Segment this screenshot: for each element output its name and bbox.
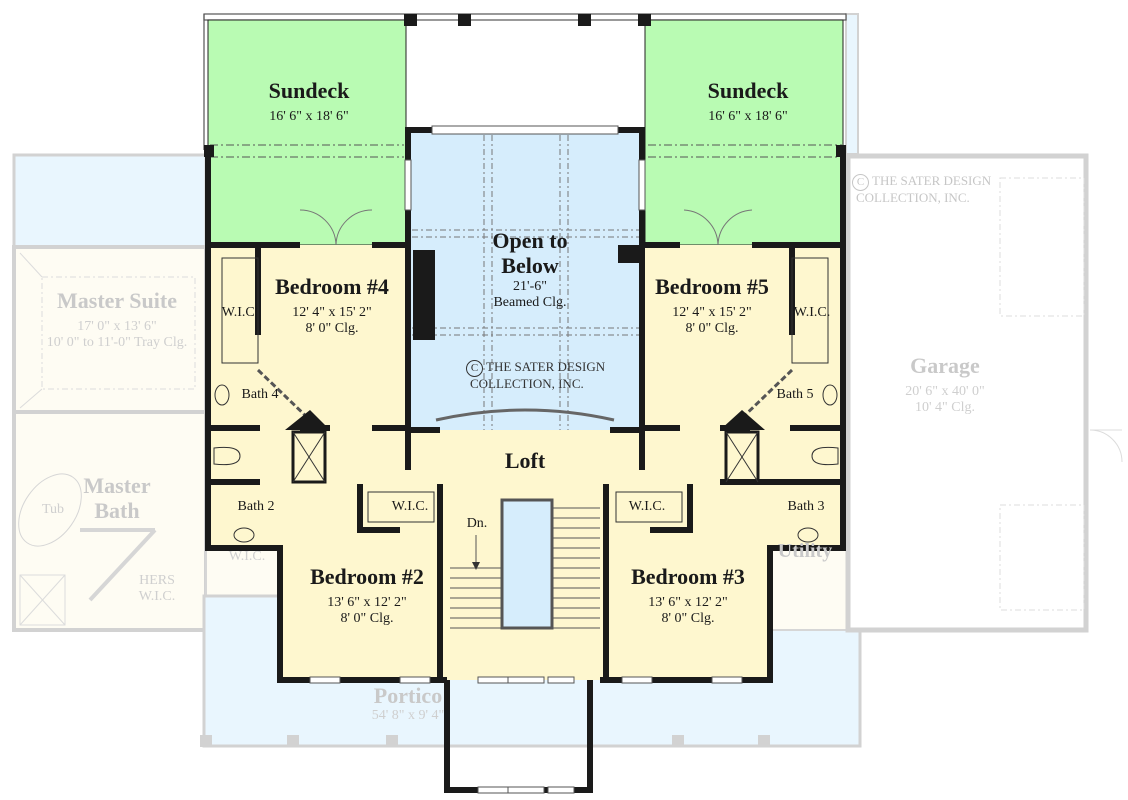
bedroom2-label: Bedroom #2 13' 6" x 12' 2" 8' 0" Clg. <box>310 564 424 627</box>
bath4-label: Bath 4 <box>241 387 279 402</box>
sundeck-right-label: Sundeck 16' 6" x 18' 6" <box>707 78 789 125</box>
open-to-below-label: Open to Below 21'-6" Beamed Clg. <box>492 228 568 310</box>
utility-label: Utility <box>777 540 833 562</box>
sundeck-left-label: Sundeck 16' 6" x 18' 6" <box>268 78 350 125</box>
lower-wic-label: W.I.C. <box>228 549 266 564</box>
portico-label: Portico 54' 8" x 9' 4" <box>371 683 445 724</box>
master-suite-label: Master Suite 17' 0" x 13' 6" 10' 0" to 1… <box>46 288 188 351</box>
bedroom5-label: Bedroom #5 12' 4" x 15' 2" 8' 0" Clg. <box>655 274 769 337</box>
wic-bedroom2-label: W.I.C. <box>391 499 429 514</box>
tub-label: Tub <box>41 502 65 517</box>
bath3-label: Bath 3 <box>787 499 825 514</box>
garage-label: Garage 20' 6" x 40' 0" 10' 4" Clg. <box>905 353 985 416</box>
bedroom3-label: Bedroom #3 13' 6" x 12' 2" 8' 0" Clg. <box>631 564 745 627</box>
wic-bedroom5-label: W.I.C. <box>793 305 831 320</box>
hers-wic-label: HERS W.I.C. <box>138 573 176 605</box>
bedroom4-label: Bedroom #4 12' 4" x 15' 2" 8' 0" Clg. <box>275 274 389 337</box>
loft-label: Loft <box>504 448 546 473</box>
stairs-down-label: Dn. <box>466 516 488 531</box>
wic-bedroom4-label: W.I.C. <box>221 305 259 320</box>
bath2-label: Bath 2 <box>237 499 275 514</box>
main-floor <box>203 13 847 794</box>
master-bath-label: Master Bath <box>83 473 151 524</box>
wic-bedroom3-label: W.I.C. <box>628 499 666 514</box>
bath5-label: Bath 5 <box>776 387 814 402</box>
